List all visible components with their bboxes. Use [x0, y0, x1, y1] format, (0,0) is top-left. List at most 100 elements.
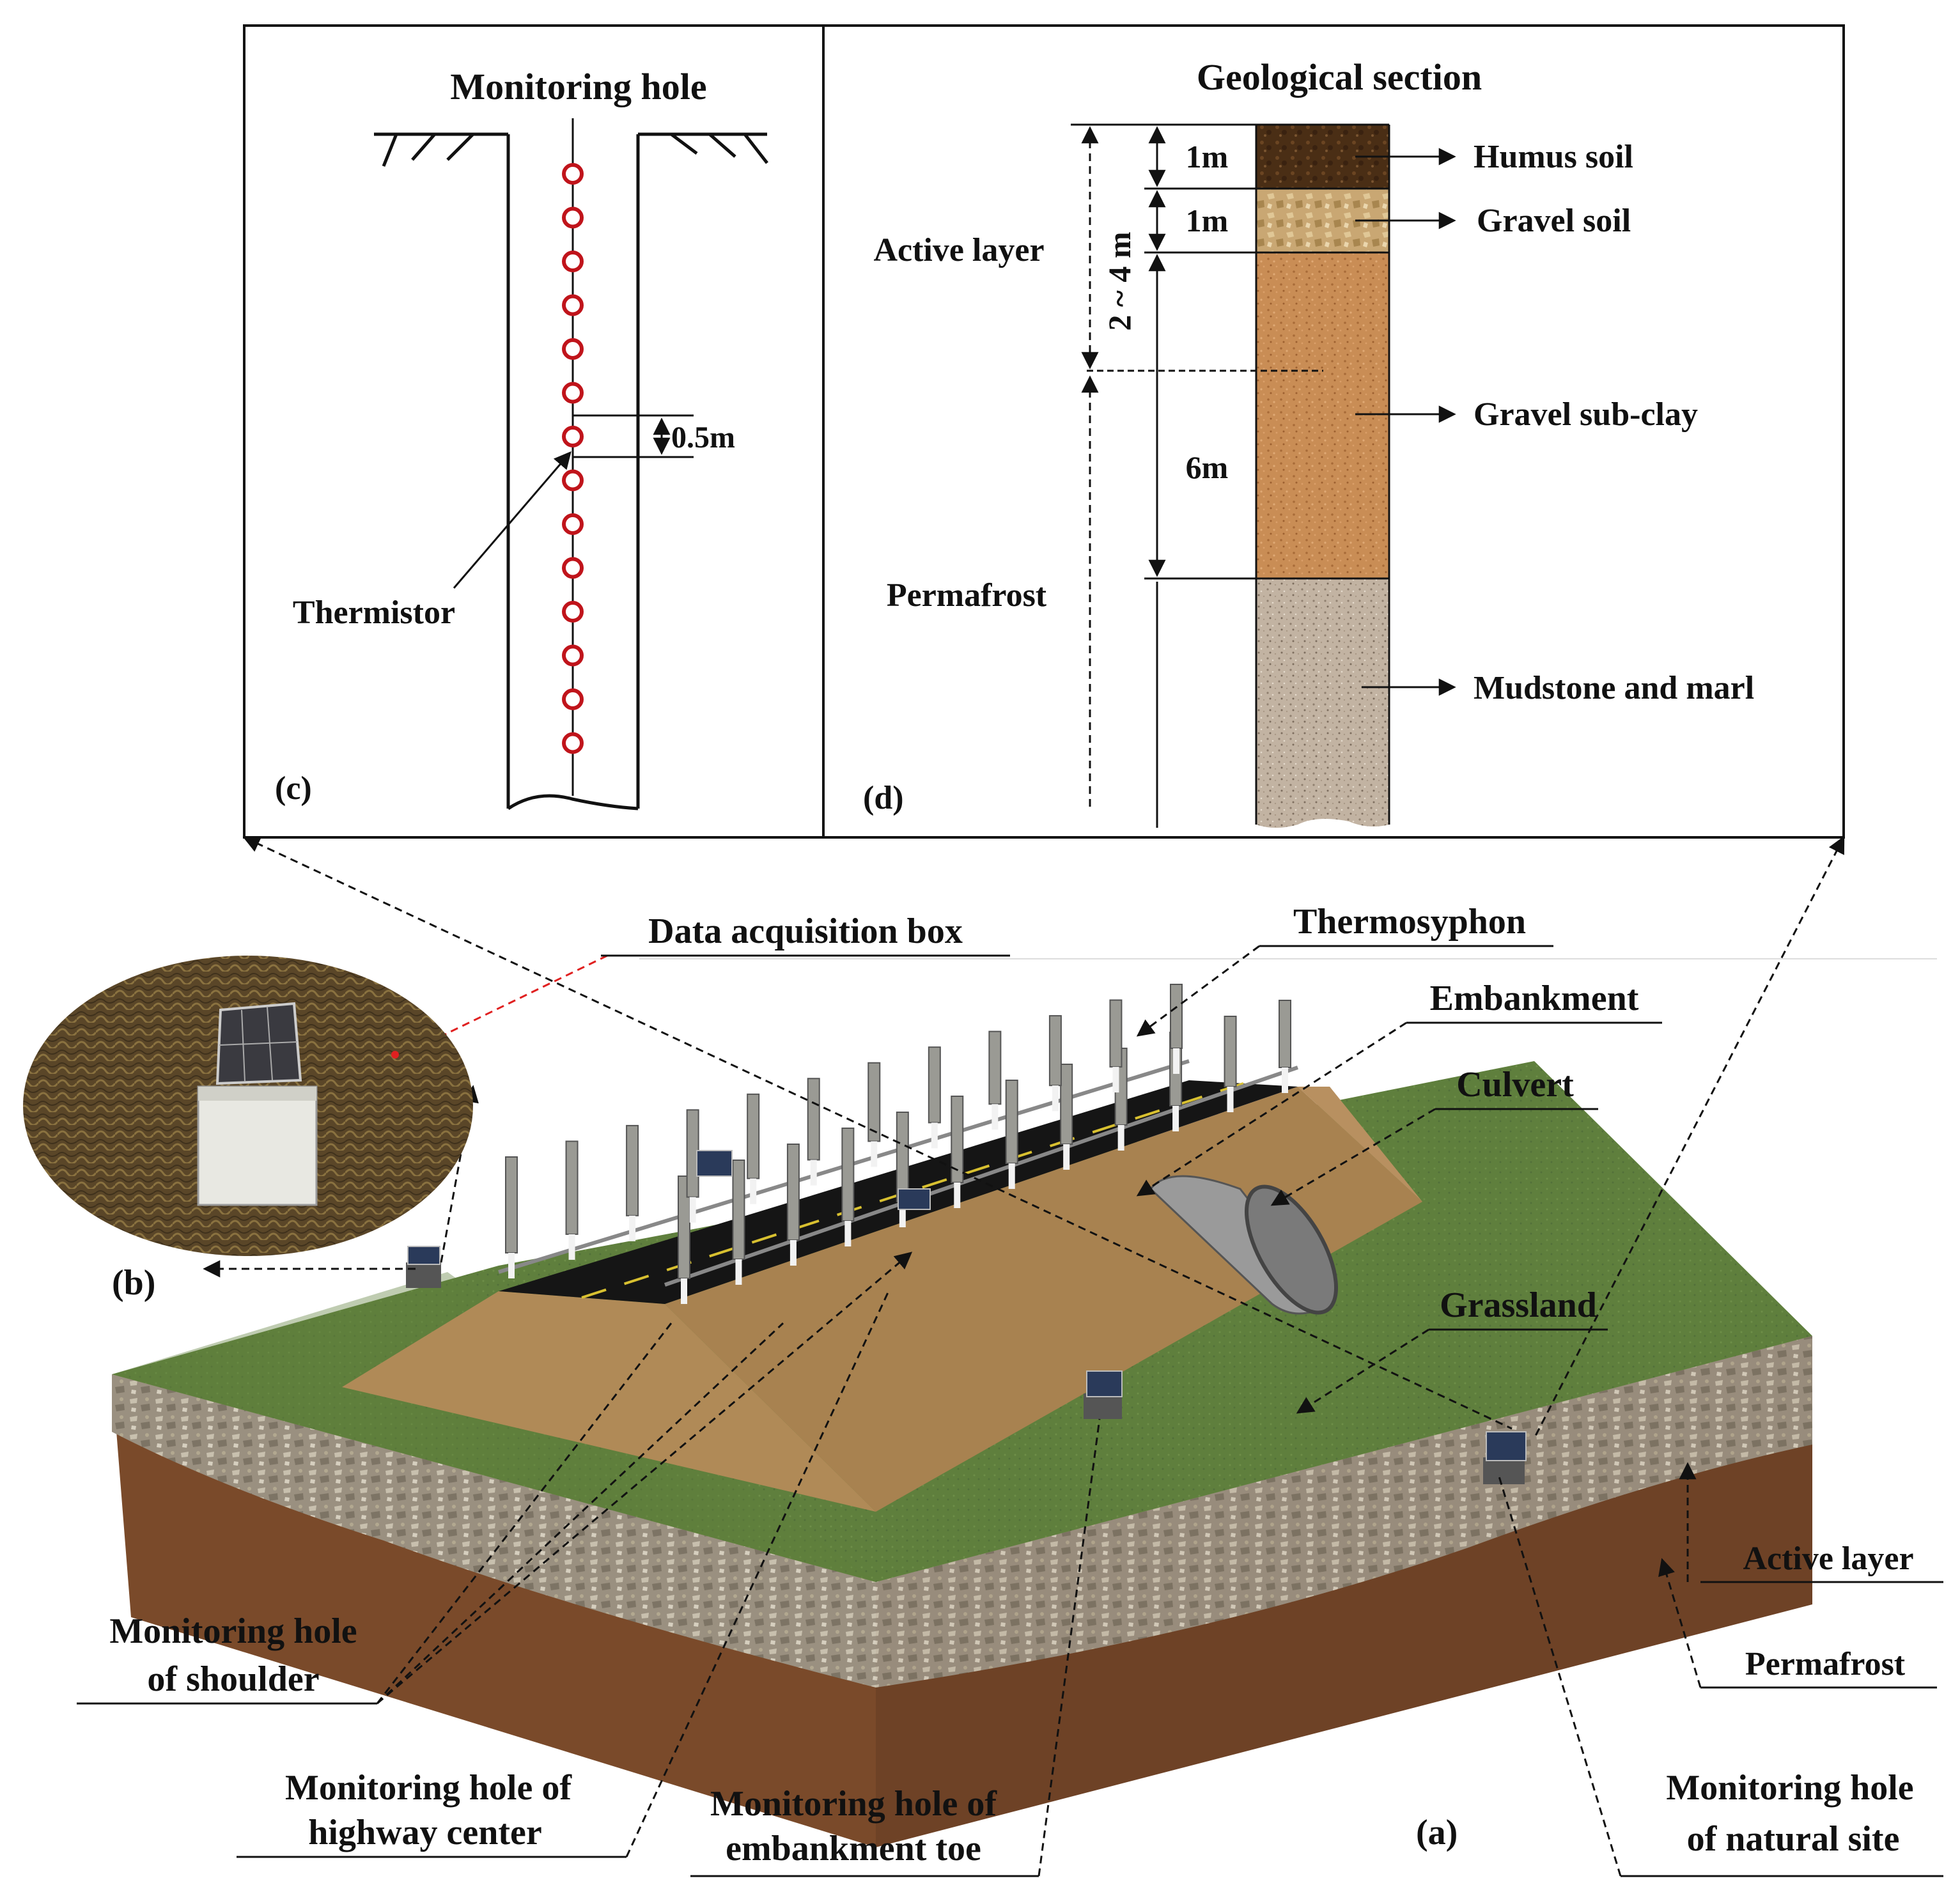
thermistor-sensor — [562, 513, 584, 535]
thermosyphon-base — [735, 1259, 742, 1285]
block-front-active-layer — [112, 1374, 876, 1688]
thermistor-sensor — [562, 426, 584, 447]
layer-extension-lines — [1071, 123, 1323, 580]
culvert — [1149, 1175, 1338, 1315]
thermosyphon-pole — [1224, 1016, 1237, 1087]
layer-name-arrows — [1355, 148, 1456, 696]
thermosyphon-pole — [747, 1093, 760, 1179]
panel-c-title: Monitoring hole — [450, 66, 706, 107]
thickness-sub-clay: 6m — [1186, 449, 1229, 485]
solar-panel-roadside — [696, 1150, 733, 1177]
permafrost-label: Permafrost — [887, 577, 1047, 614]
thermosyphon-base — [844, 1221, 852, 1246]
thermosyphon-pole — [732, 1160, 745, 1260]
thermosyphon-pole — [928, 1046, 941, 1124]
thermosyphon-base — [954, 1183, 961, 1208]
thermistor-sensor — [562, 688, 584, 710]
thermosyphon-base — [629, 1215, 636, 1241]
thickness-humus: 1m — [1186, 139, 1229, 175]
thermosyphon-pole — [1005, 1080, 1018, 1164]
label-hole-toe-1: Monitoring hole of — [710, 1784, 997, 1824]
thermosyphon-base — [1052, 1085, 1059, 1112]
thermistor-sensor — [562, 469, 584, 492]
thermistor-label: Thermistor — [293, 594, 455, 631]
thermosyphon-pole — [626, 1124, 639, 1216]
data-box-photo — [197, 1002, 318, 1206]
thermosyphon-pole — [1060, 1064, 1073, 1145]
monitoring-box-shoulder — [406, 1246, 441, 1288]
label-hole-center-2: highway center — [308, 1813, 542, 1852]
spacing-dimension — [573, 414, 694, 458]
panel-c-letter: (c) — [275, 770, 312, 807]
layer-gravel-sub-clay — [1256, 252, 1389, 578]
label-underlines — [77, 945, 1943, 1877]
thermistor-sensor — [562, 251, 584, 272]
panel-b-letter: (b) — [112, 1263, 155, 1303]
thermosyphon-pole — [841, 1128, 855, 1222]
thermosyphon-pole — [1170, 984, 1183, 1049]
thermistor-sensor — [562, 294, 584, 316]
label-hole-toe-2: embankment toe — [726, 1829, 981, 1868]
thermosyphon-base — [1117, 1125, 1124, 1151]
thermosyphon-base — [681, 1278, 687, 1304]
thermosyphon-base — [1008, 1163, 1015, 1189]
thermosyphon-pole — [807, 1078, 820, 1161]
label-data-acquisition-box: Data acquisition box — [648, 912, 963, 951]
panel-a-letter: (a) — [1416, 1813, 1458, 1852]
label-permafrost: Permafrost — [1745, 1646, 1906, 1682]
thermosyphon-pole — [1279, 1000, 1291, 1068]
embankment-front-slope — [342, 1291, 876, 1512]
thermosyphon-array — [498, 984, 1298, 1304]
block-right-active-layer — [876, 1336, 1812, 1688]
thermosyphon-base — [899, 1202, 906, 1227]
thermosyphon-base — [1063, 1144, 1070, 1170]
label-thermosyphon: Thermosyphon — [1293, 902, 1526, 942]
layer-mudstone-marl — [1256, 578, 1389, 828]
thermistor-sensor — [562, 601, 584, 623]
thermosyphon-base — [871, 1141, 878, 1167]
thermosyphon-base — [931, 1122, 938, 1149]
thermosyphon-pole — [1048, 1015, 1062, 1087]
thermosyphon-pole — [565, 1140, 579, 1235]
layer-name-humus: Humus soil — [1474, 139, 1633, 175]
panel-b: (b) — [23, 956, 473, 1303]
thermosyphon-base — [508, 1253, 515, 1278]
label-hole-natural-2: of natural site — [1687, 1819, 1900, 1859]
thickness-gravel-soil: 1m — [1186, 203, 1229, 238]
thermosyphon-pole — [988, 1030, 1002, 1105]
panel-d-title: Geological section — [1197, 56, 1482, 98]
panel-a: Data acquisition box Thermosyphon Embank… — [77, 835, 1943, 1877]
layer-name-mudstone: Mudstone and marl — [1474, 670, 1754, 706]
active-layer-label: Active layer — [873, 232, 1044, 268]
ground-surface — [374, 132, 768, 167]
thermistor-pointer — [453, 451, 572, 589]
thermosyphon-base — [789, 1240, 797, 1266]
thermistor-sensor — [562, 163, 584, 185]
thermistor-sensor — [562, 644, 584, 667]
layer-name-gravel-soil: Gravel soil — [1477, 203, 1631, 239]
guard-rail — [664, 1066, 1298, 1287]
thermosyphon-base — [992, 1104, 999, 1130]
thermosyphon-base — [750, 1178, 757, 1204]
label-grassland: Grassland — [1440, 1285, 1597, 1325]
monitoring-box-center — [898, 1188, 931, 1210]
label-culvert: Culvert — [1456, 1065, 1574, 1105]
label-hole-center-1: Monitoring hole of — [285, 1768, 572, 1808]
thermistor-sensor — [562, 338, 584, 360]
leader-lines — [203, 835, 1845, 1877]
thermosyphon-base — [1282, 1067, 1288, 1093]
label-hole-shoulder-2: of shoulder — [147, 1659, 319, 1699]
spacing-label: 0.5m — [671, 421, 735, 454]
thermistor-sensor — [562, 206, 584, 229]
label-embankment: Embankment — [1430, 979, 1639, 1018]
thermistor-sensor — [562, 732, 584, 754]
thermosyphon-pole — [505, 1156, 518, 1253]
thermosyphon-base — [1173, 1048, 1179, 1074]
panel-d-letter: (d) — [863, 780, 904, 816]
thermistor-sensor — [562, 557, 584, 579]
panel-d: Geological section — [863, 56, 1754, 828]
thermosyphon-pole — [1109, 999, 1123, 1068]
thermistor-string — [562, 163, 584, 754]
